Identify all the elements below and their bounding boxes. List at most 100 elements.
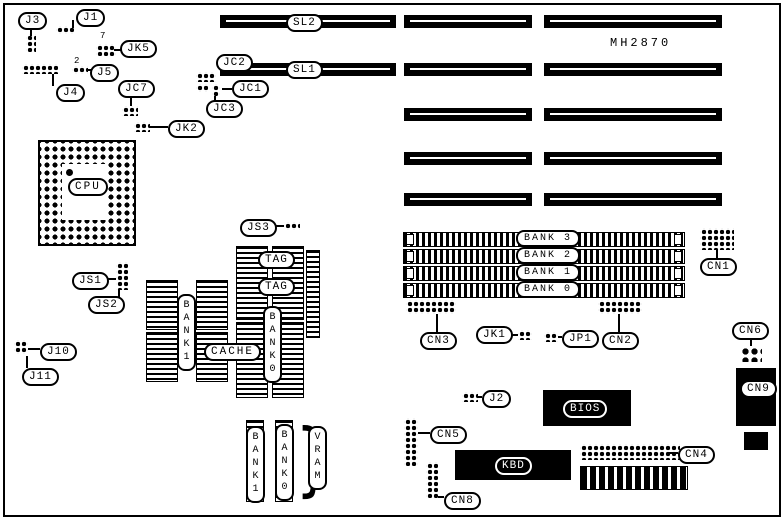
sram-chip	[146, 332, 178, 382]
simm-slot-bank2: BANK 2	[403, 247, 685, 264]
pins-cn5	[404, 418, 418, 466]
callout-line	[72, 20, 74, 28]
callout-line	[150, 126, 168, 128]
callout-line	[30, 28, 32, 36]
callout-line	[26, 356, 28, 368]
label-bank3: BANK 3	[516, 230, 581, 247]
label-cache: CACHE	[204, 343, 262, 361]
label-vram-bank1: BANK1	[246, 426, 265, 503]
callout-line	[106, 278, 116, 280]
pin-marker-jk5: 7	[100, 31, 106, 41]
callout-line	[716, 250, 718, 258]
label-vram: VRAM	[308, 426, 327, 490]
simm-clip	[406, 268, 414, 279]
connector-strip	[580, 466, 688, 490]
expansion-slot	[544, 152, 722, 165]
label-js3: JS3	[240, 219, 277, 237]
label-jc3: JC3	[206, 100, 243, 118]
pins-jp1	[544, 332, 558, 342]
pins-cn3	[406, 300, 456, 314]
label-cn8: CN8	[444, 492, 481, 510]
label-j1: J1	[76, 9, 106, 27]
label-jc2: JC2	[216, 54, 253, 72]
pins-jk1	[518, 330, 532, 340]
pins-js3	[284, 222, 300, 230]
simm-clip	[674, 251, 682, 262]
label-jp1: JP1	[562, 330, 599, 348]
callout-line	[512, 334, 518, 336]
pins-jc2	[196, 72, 216, 82]
simm-clip	[674, 268, 682, 279]
label-jc7: JC7	[118, 80, 155, 98]
callout-line	[478, 396, 482, 398]
expansion-slot	[544, 193, 722, 206]
pins-jc1	[212, 84, 220, 98]
simm-clip	[674, 234, 682, 245]
pins-jk5	[96, 44, 116, 56]
callout-line	[618, 314, 620, 332]
simm-clip	[406, 285, 414, 296]
callout-line	[418, 432, 430, 434]
label-bios: BIOS	[563, 400, 608, 418]
callout-line	[130, 96, 132, 106]
label-js1: JS1	[72, 272, 109, 290]
simm-slot-bank3: BANK 3	[403, 230, 685, 247]
sram-chip	[146, 280, 178, 330]
label-jk5: JK5	[120, 40, 157, 58]
callout-line	[114, 49, 122, 51]
expansion-slot	[404, 108, 532, 121]
expansion-slot	[404, 15, 532, 28]
pins-j1	[56, 26, 74, 34]
label-tag-lower: TAG	[258, 278, 295, 296]
pins-jc7	[122, 106, 138, 116]
label-jk2: JK2	[168, 120, 205, 138]
simm-slot-bank1: BANK 1	[403, 264, 685, 281]
label-j11: J11	[22, 368, 59, 386]
simm-clip	[406, 234, 414, 245]
label-sl1: SL1	[286, 61, 323, 79]
label-js2: JS2	[88, 296, 125, 314]
pins-j5	[72, 66, 88, 74]
simm-clip	[406, 251, 414, 262]
label-cn5: CN5	[430, 426, 467, 444]
pins-j10-j11	[14, 340, 28, 354]
simm-slot-bank0: BANK 0	[403, 281, 685, 298]
label-cn6: CN6	[732, 322, 769, 340]
callout-line	[436, 314, 438, 332]
callout-line	[276, 225, 284, 227]
label-cn9: CN9	[740, 380, 777, 398]
label-cache-bank0: BANK0	[263, 306, 282, 383]
callout-line	[86, 69, 92, 71]
expansion-slot	[544, 108, 722, 121]
pins-j3	[26, 34, 36, 52]
callout-line	[438, 496, 444, 498]
callout-line	[28, 348, 40, 350]
callout-line	[750, 340, 752, 346]
label-cn1: CN1	[700, 258, 737, 276]
label-kbd: KBD	[495, 457, 532, 475]
label-jk1: JK1	[476, 326, 513, 344]
label-bank0: BANK 0	[516, 281, 581, 298]
expansion-slot	[404, 63, 532, 76]
callout-line	[214, 96, 216, 102]
callout-line	[52, 74, 54, 86]
pins-cn2	[598, 300, 642, 314]
edge-connector	[744, 432, 768, 450]
label-cn3: CN3	[420, 332, 457, 350]
label-vram-bank0: BANK0	[275, 424, 294, 501]
cpu-pin1-dot	[66, 169, 73, 176]
label-tag-upper: TAG	[258, 251, 295, 269]
callout-line	[558, 336, 562, 338]
board-model: MH2870	[610, 36, 672, 50]
pins-js1-js2	[116, 262, 128, 290]
sram-chip	[196, 280, 228, 330]
pins-cn1	[700, 228, 734, 250]
label-cn2: CN2	[602, 332, 639, 350]
label-cpu: CPU	[68, 178, 108, 196]
label-sl2: SL2	[286, 14, 323, 32]
pins-jc3	[196, 84, 208, 92]
pins-cn8	[426, 462, 438, 498]
pins-j4	[22, 64, 58, 74]
label-bank2: BANK 2	[516, 247, 581, 264]
